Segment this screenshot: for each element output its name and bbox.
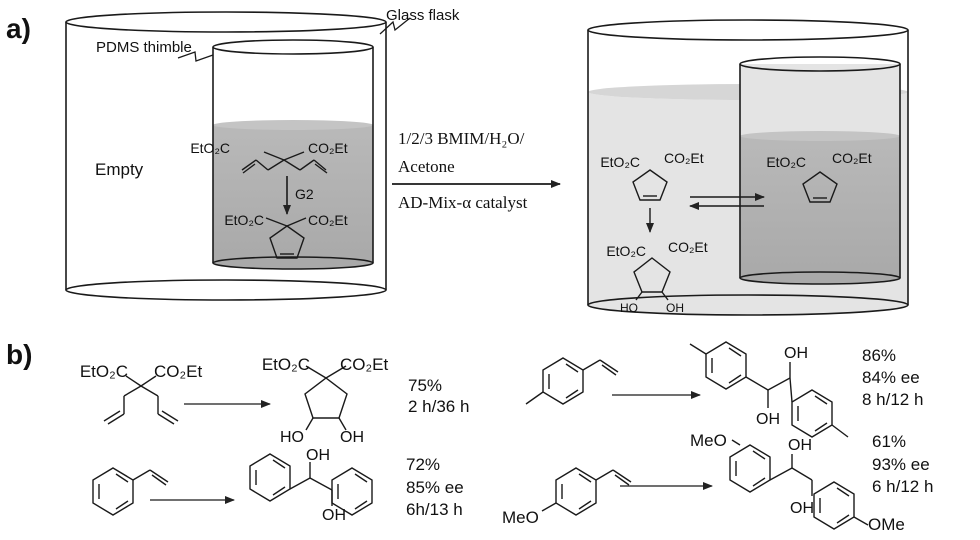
r2-time: 8 h/12 h: [862, 390, 923, 409]
condition-line-1: 1/2/3 BMIM/H₂O/: [398, 129, 525, 148]
r4-ome-product: OMe: [868, 515, 905, 534]
r1-product: [304, 365, 348, 431]
r3-product: [249, 453, 373, 516]
r2-oh-bottom: OH: [756, 411, 780, 428]
r4-ee: 93% ee: [872, 455, 930, 474]
r1-ho: HO: [280, 429, 304, 446]
pdms-thimble-left: [212, 39, 374, 270]
panel-b: [92, 341, 869, 530]
r4-reactant: [541, 467, 632, 516]
r4-meo-product: MeO: [690, 431, 727, 450]
r1-product-right: CO₂Et: [340, 355, 388, 374]
diol-structure-a: [633, 257, 671, 301]
a4-diester-right: CO₂Et: [832, 150, 872, 166]
glass-flask-pointer: [379, 17, 411, 35]
a2-diester-left: EtO₂C: [224, 212, 264, 228]
r2-reactant: [525, 357, 619, 405]
r3-time: 6h/13 h: [406, 500, 463, 519]
r3-ee: 85% ee: [406, 478, 464, 497]
a5-diester-left: EtO₂C: [606, 243, 646, 259]
r1-yield: 75%: [408, 376, 442, 395]
panel-b-label: b): [6, 339, 32, 370]
r1-oh: OH: [340, 429, 364, 446]
r4-meo-reactant: MeO: [502, 508, 539, 527]
r1-time: 2 h/36 h: [408, 397, 469, 416]
condition-line-2: Acetone: [398, 157, 455, 176]
panel-a: [65, 11, 909, 316]
thimble-pointer: [177, 51, 214, 62]
a3-diester-right: CO₂Et: [664, 150, 704, 166]
a-ho-label: HO: [620, 301, 638, 315]
cyclopentene-structure-a2: [632, 169, 668, 201]
panel-a-label: a): [6, 13, 31, 44]
pdms-thimble-label: PDMS thimble: [96, 39, 192, 56]
pdms-thimble-right: [739, 56, 901, 285]
r2-yield: 86%: [862, 346, 896, 365]
r2-ee: 84% ee: [862, 368, 920, 387]
r1-reactant: [103, 375, 179, 425]
r4-oh-bottom: OH: [790, 500, 814, 517]
a3-diester-left: EtO₂C: [600, 154, 640, 170]
a-oh-label: OH: [666, 301, 684, 315]
cyclopentene-structure-a1: [265, 217, 307, 259]
r4-product: [729, 439, 869, 530]
a1-diester-left: EtO₂C: [190, 140, 230, 156]
r3-yield: 72%: [406, 455, 440, 474]
r3-oh-bottom: OH: [322, 507, 346, 524]
r2-oh-top: OH: [784, 345, 808, 362]
r3-reactant: [92, 467, 169, 516]
glass-flask-label: Glass flask: [386, 7, 460, 24]
r3-oh-top: OH: [306, 447, 330, 464]
condition-line-3: AD-Mix-α catalyst: [398, 193, 528, 212]
r2-product: [689, 341, 849, 438]
a1-diester-right: CO₂Et: [308, 140, 348, 156]
a5-diester-right: CO₂Et: [668, 239, 708, 255]
r1-product-left: EtO₂C: [262, 355, 310, 374]
r1-reactant-left: EtO₂C: [80, 362, 128, 381]
a4-diester-left: EtO₂C: [766, 154, 806, 170]
a2-diester-right: CO₂Et: [308, 212, 348, 228]
glass-flask-left: [65, 11, 387, 301]
diene-structure-a: [241, 151, 328, 174]
r4-oh-top: OH: [788, 437, 812, 454]
cyclopentene-structure-a3: [802, 171, 838, 203]
r1-reactant-right: CO₂Et: [154, 362, 202, 381]
g2-label: G2: [295, 186, 314, 202]
r4-yield: 61%: [872, 432, 906, 451]
r4-time: 6 h/12 h: [872, 477, 933, 496]
empty-label: Empty: [95, 160, 144, 179]
